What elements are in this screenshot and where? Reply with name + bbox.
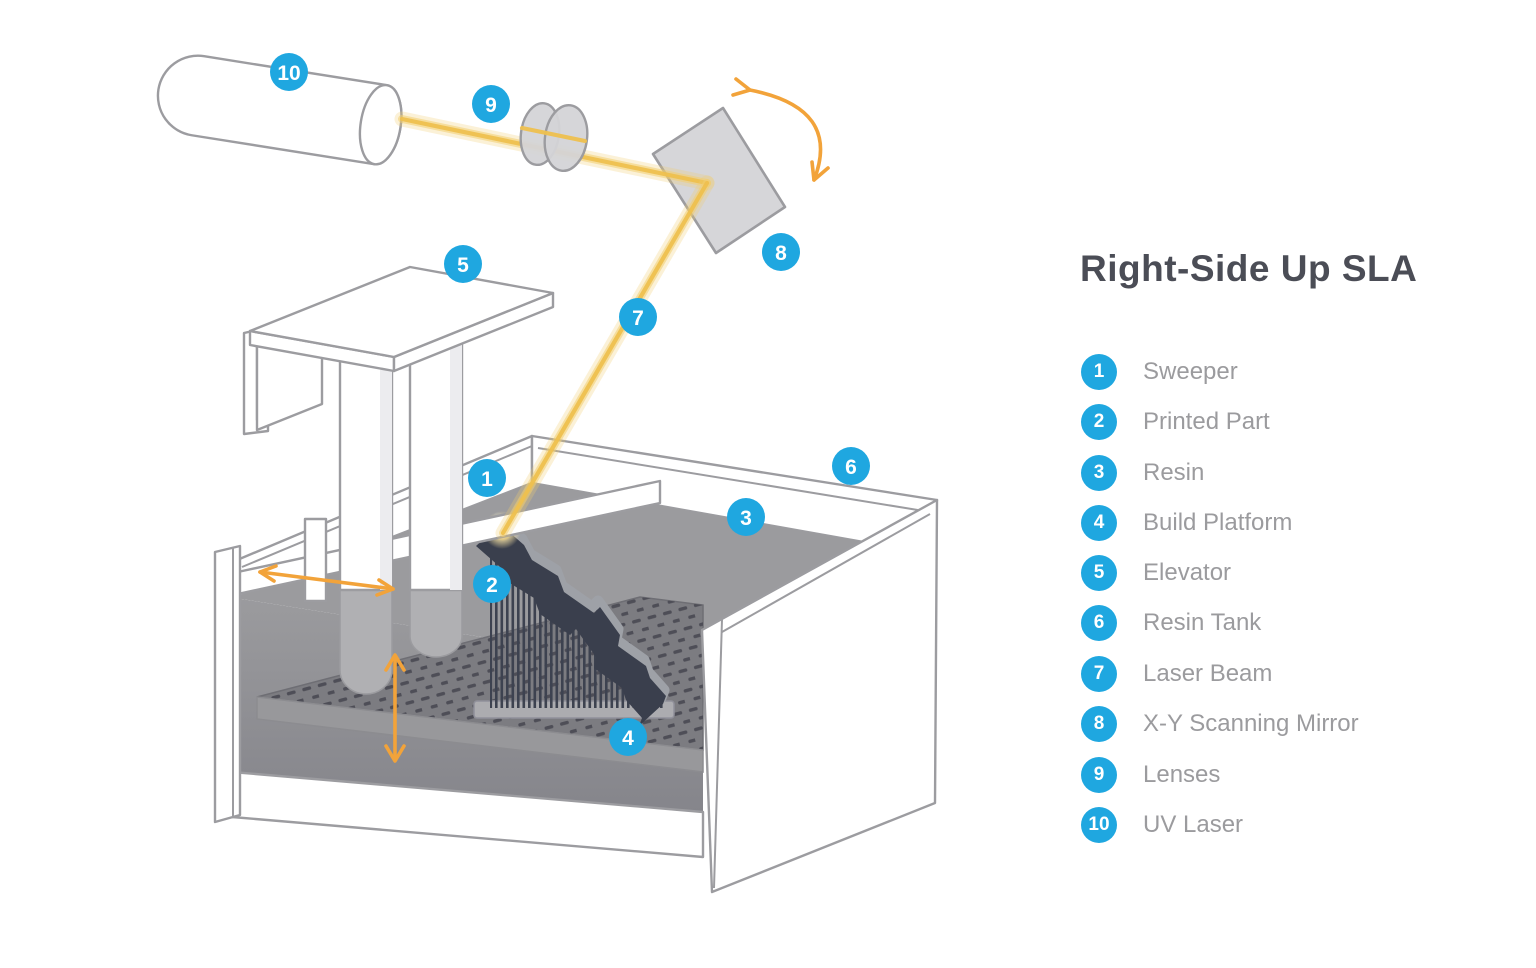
legend-item-laser-beam: 7 Laser Beam bbox=[1081, 656, 1272, 692]
legend-label: Laser Beam bbox=[1143, 660, 1273, 687]
badge-resin-tank: 6 bbox=[832, 447, 870, 485]
legend-item-uv-laser: 10 UV Laser bbox=[1081, 807, 1243, 843]
badge-sweeper: 1 bbox=[468, 459, 506, 497]
legend-badge: 8 bbox=[1081, 706, 1117, 742]
svg-text:6: 6 bbox=[845, 456, 857, 479]
legend-label: Elevator bbox=[1143, 559, 1232, 586]
legend-label: Resin Tank bbox=[1143, 609, 1262, 636]
legend-label: UV Laser bbox=[1143, 811, 1244, 838]
badge-build-platform: 4 bbox=[609, 718, 647, 756]
svg-text:7: 7 bbox=[632, 307, 644, 330]
legend-label: Resin bbox=[1143, 459, 1205, 486]
legend-item-build-platform: 4 Build Platform bbox=[1081, 505, 1292, 541]
legend-item-resin: 3 Resin bbox=[1081, 455, 1204, 491]
svg-text:5: 5 bbox=[457, 254, 469, 277]
svg-text:2: 2 bbox=[486, 574, 498, 597]
legend-item-resin-tank: 6 Resin Tank bbox=[1081, 605, 1261, 641]
badge-uv-laser: 10 bbox=[270, 53, 308, 91]
svg-text:1: 1 bbox=[481, 468, 493, 491]
legend-item-elevator: 5 Elevator bbox=[1081, 555, 1231, 591]
lenses bbox=[519, 101, 589, 173]
legend-badge: 9 bbox=[1081, 757, 1117, 793]
mirror-rotation-arrow bbox=[731, 77, 830, 182]
elevator-motion-arrow bbox=[384, 653, 406, 763]
svg-text:4: 4 bbox=[622, 727, 634, 750]
legend-item-xy-scanning-mirror: 8 X-Y Scanning Mirror bbox=[1081, 706, 1359, 742]
legend-item-lenses: 9 Lenses bbox=[1081, 757, 1220, 793]
page-title: Right-Side Up SLA bbox=[1080, 248, 1418, 289]
legend-badge: 1 bbox=[1081, 354, 1117, 390]
badge-lenses: 9 bbox=[472, 85, 510, 123]
column-left-submerged bbox=[339, 588, 393, 695]
legend-label: Printed Part bbox=[1143, 408, 1270, 435]
svg-text:3: 3 bbox=[740, 507, 752, 530]
legend-badge: 7 bbox=[1081, 656, 1117, 692]
column-right-side bbox=[450, 344, 462, 590]
badge-printed-part: 2 bbox=[473, 565, 511, 603]
xy-scanning-mirror bbox=[651, 106, 787, 255]
tank-front-right-wall bbox=[700, 498, 939, 894]
badge-resin: 3 bbox=[727, 498, 765, 536]
tank-rim-lip-right bbox=[537, 447, 931, 513]
badge-laser-beam: 7 bbox=[619, 298, 657, 336]
elevator bbox=[242, 265, 555, 592]
legend-label: Sweeper bbox=[1143, 358, 1238, 385]
legend-item-sweeper: 1 Sweeper bbox=[1081, 354, 1238, 390]
legend-badge: 4 bbox=[1081, 505, 1117, 541]
legend-badge: 5 bbox=[1081, 555, 1117, 591]
legend-badge: 6 bbox=[1081, 605, 1117, 641]
column-left-side bbox=[380, 352, 392, 590]
badge-xy-scanning-mirror: 8 bbox=[762, 233, 800, 271]
legend-label: X-Y Scanning Mirror bbox=[1143, 710, 1359, 737]
column-right-submerged bbox=[409, 588, 463, 658]
legend-item-printed-part: 2 Printed Part bbox=[1081, 404, 1270, 440]
part-body bbox=[476, 524, 666, 726]
svg-text:9: 9 bbox=[485, 94, 497, 117]
legend-label: Lenses bbox=[1143, 761, 1221, 788]
diagram-badges: 1 2 3 4 5 6 7 bbox=[270, 53, 870, 756]
legend-badge: 10 bbox=[1081, 807, 1117, 843]
svg-text:8: 8 bbox=[775, 242, 787, 265]
elevator-plate-top bbox=[248, 265, 555, 359]
badge-elevator: 5 bbox=[444, 245, 482, 283]
platform-front-face bbox=[256, 696, 704, 773]
legend-badge: 2 bbox=[1081, 404, 1117, 440]
uv-laser bbox=[156, 54, 403, 166]
svg-text:10: 10 bbox=[277, 62, 300, 85]
legend-label: Build Platform bbox=[1143, 509, 1293, 536]
tank-left-wall-edge bbox=[213, 544, 242, 824]
sweeper-blade bbox=[303, 517, 328, 603]
sweeper-motion-arrow bbox=[258, 564, 395, 597]
legend-badge: 3 bbox=[1081, 455, 1117, 491]
elevator-columns-submerged bbox=[339, 588, 463, 695]
